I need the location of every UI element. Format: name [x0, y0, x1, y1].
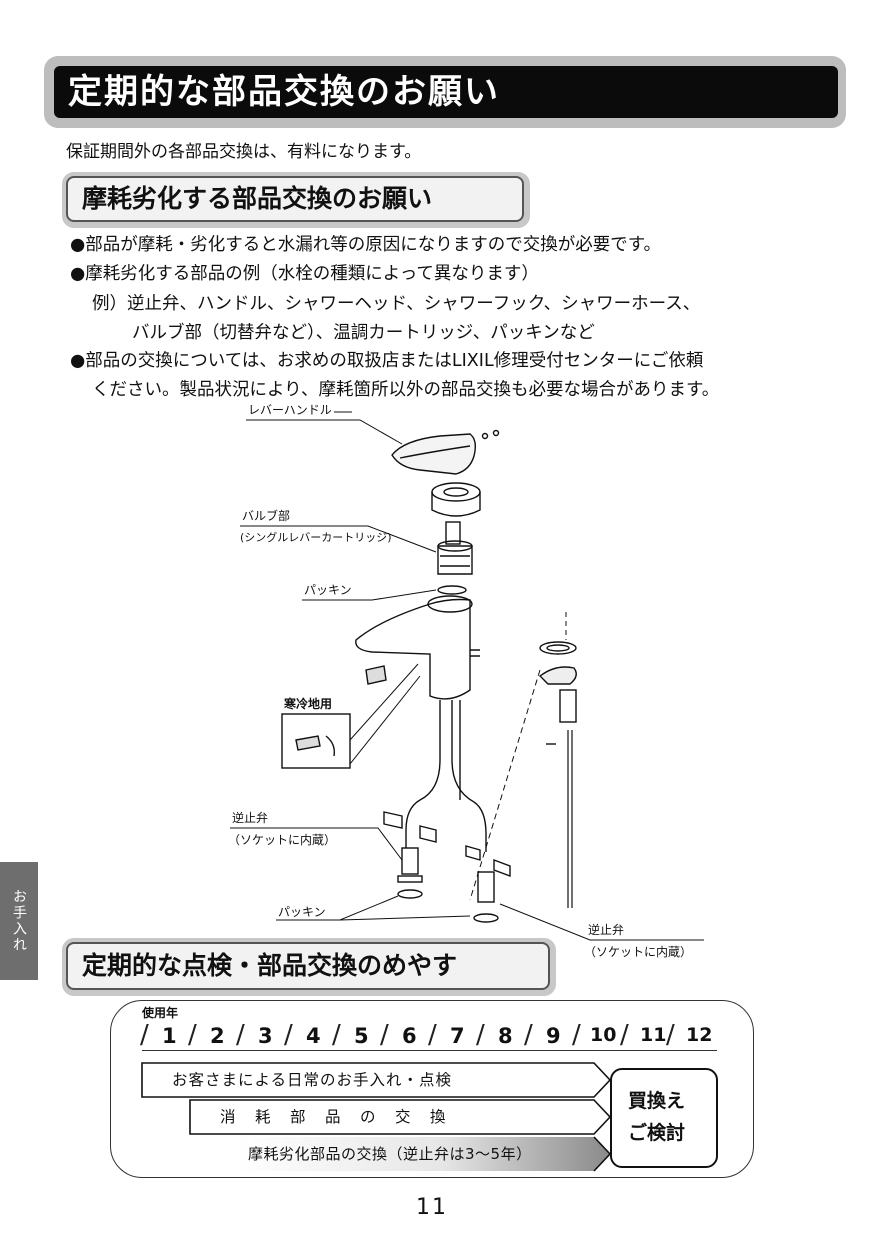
replacement-box — [610, 1068, 718, 1168]
section2-heading-box — [66, 942, 550, 990]
year-6: 6 — [402, 1024, 417, 1048]
year-divider: / — [428, 1020, 437, 1050]
row-daily-care: お客さまによる日常のお手入れ・点検 — [172, 1071, 453, 1089]
bullet-1: ●部品が摩耗・劣化すると水漏れ等の原因になりますので交換が必要です。 — [70, 235, 662, 255]
section1-heading: 摩耗劣化する部品交換のお願い — [82, 184, 433, 213]
row-consumables: 消 耗 部 品 の 交 換 — [220, 1108, 448, 1126]
section1-heading-box — [66, 176, 524, 222]
label-packing-top: パッキン — [304, 583, 352, 597]
label-check-valve-left: 逆止弁 — [232, 811, 269, 825]
bullet-3-cont: ください。製品状況により、摩耗箇所以外の部品交換も必要な場合があります。 — [92, 380, 720, 400]
timeline-panel — [110, 1000, 754, 1178]
faucet-body-shape — [355, 598, 471, 700]
label-lever-handle: レバーハンドル — [248, 403, 332, 417]
cold-region-inset — [281, 713, 351, 769]
intro-text: 保証期間外の各部品交換は、有料になります。 — [66, 142, 422, 162]
packing-bottom-left-shape — [397, 889, 423, 899]
year-7: 7 — [450, 1024, 465, 1048]
year-3: 3 — [258, 1024, 273, 1048]
bullet-2-example-cont: バルブ部（切替弁など）、温調カートリッジ、パッキンなど — [132, 323, 595, 343]
bullet-3: ●部品の交換については、お求めの取扱店またはLIXIL修理受付センターにご依頼 — [70, 351, 704, 371]
replacement-line1: 買換え — [628, 1090, 686, 1112]
packing-bottom-right-shape — [473, 913, 499, 923]
years-baseline — [142, 1050, 717, 1051]
year-9: 9 — [546, 1024, 561, 1048]
year-divider: / — [524, 1020, 533, 1050]
row-wear-parts: 摩耗劣化部品の交換（逆止弁は3〜5年） — [248, 1145, 532, 1163]
year-8: 8 — [498, 1024, 513, 1048]
bullet-2: ●摩耗劣化する部品の例（水栓の種類によって異なります） — [70, 264, 539, 284]
packing-top-shape — [437, 585, 467, 595]
year-10: 10 — [590, 1024, 617, 1046]
page-title: 定期的な部品交換のお願い — [68, 72, 500, 112]
label-packing-bottom: パッキン — [278, 905, 326, 919]
page-number: 11 — [416, 1195, 448, 1220]
year-divider: / — [666, 1020, 675, 1050]
label-check-valve-left-sub: （ソケットに内蔵） — [228, 833, 337, 847]
row2-arrow — [189, 1099, 612, 1135]
label-check-valve-right-sub: （ソケットに内蔵） — [584, 945, 693, 959]
year-divider: / — [188, 1020, 197, 1050]
year-11: 11 — [640, 1024, 667, 1046]
title-bar — [54, 66, 838, 118]
year-4: 4 — [306, 1024, 321, 1048]
replacement-line2: ご検討 — [628, 1122, 686, 1144]
year-divider: / — [140, 1020, 149, 1050]
bullet-2-example: 例）逆止弁、ハンドル、シャワーヘッド、シャワーフック、シャワーホース、 — [92, 294, 701, 314]
year-divider: / — [380, 1020, 389, 1050]
aerator-shape — [365, 665, 387, 685]
year-2: 2 — [210, 1024, 225, 1048]
label-valve-sub: (シングルレバーカートリッジ) — [240, 531, 392, 544]
row1-arrow — [141, 1062, 612, 1098]
row3-arrow — [238, 1137, 610, 1171]
year-divider: / — [476, 1020, 485, 1050]
year-12: 12 — [686, 1024, 713, 1046]
label-check-valve-right: 逆止弁 — [588, 923, 625, 937]
side-tab-care[interactable]: お手入れ — [0, 862, 38, 980]
years-label: 使用年 — [142, 1006, 179, 1020]
year-divider: / — [572, 1020, 581, 1050]
label-cold-region: 寒冷地用 — [284, 697, 333, 711]
label-valve: バルブ部 — [242, 509, 291, 523]
year-1: 1 — [162, 1024, 177, 1048]
section2-heading: 定期的な点検・部品交換のめやす — [82, 951, 458, 980]
year-5: 5 — [354, 1024, 369, 1048]
year-divider: / — [620, 1020, 629, 1050]
year-divider: / — [236, 1020, 245, 1050]
cartridge-shape — [445, 521, 461, 545]
year-divider: / — [332, 1020, 341, 1050]
lever-handle-shape — [391, 433, 477, 475]
year-divider: / — [284, 1020, 293, 1050]
